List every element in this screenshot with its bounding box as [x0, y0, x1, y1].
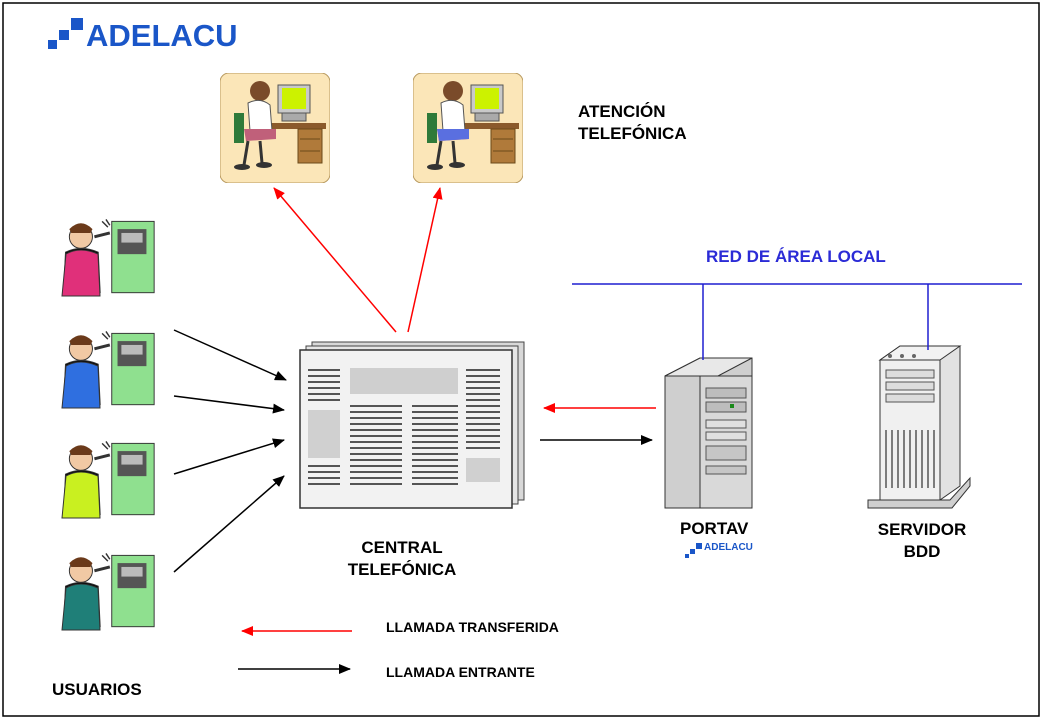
portav-logo-text: ADELACU	[704, 542, 753, 553]
legend-transferida-label: LLAMADA TRANSFERIDA	[386, 619, 559, 635]
phone-user-icon	[61, 440, 156, 519]
database-server-icon	[867, 345, 971, 509]
legend-entrante-label: LLAMADA ENTRANTE	[386, 664, 535, 680]
phone-user-icon	[61, 330, 156, 409]
servidor-line2: BDD	[903, 542, 941, 561]
atencion-line2: TELEFÓNICA	[578, 124, 687, 143]
call-center-agent-icon	[220, 73, 330, 183]
transferred-call-arrows	[273, 187, 656, 413]
call-center-agent-icon	[413, 73, 523, 183]
atencion-line1: ATENCIÓN	[578, 102, 666, 121]
central-line2: TELEFÓNICA	[347, 560, 457, 579]
usuarios-label: USUARIOS	[52, 680, 142, 699]
servidor-line1: SERVIDOR	[877, 520, 967, 539]
red-area-local-label: RED DE ÁREA LOCAL	[706, 247, 886, 266]
central-line1: CENTRAL	[361, 538, 443, 557]
central-telefonica-label: CENTRAL TELEFÓNICA	[322, 537, 482, 581]
adelacu-logo-text: ADELACU	[86, 18, 238, 53]
lan-network-lines	[572, 283, 1022, 360]
servidor-bdd-label: SERVIDOR BDD	[852, 519, 992, 563]
atencion-telefonica-label: ATENCIÓN TELEFÓNICA	[578, 101, 687, 145]
server-tower-icon	[664, 357, 753, 509]
adelacu-logo-icon	[48, 18, 83, 49]
portav-label: PORTAV	[680, 519, 749, 538]
phone-user-icon	[61, 218, 156, 297]
pbx-switch-icon	[299, 341, 525, 509]
portav-logo-icon	[685, 543, 702, 558]
phone-user-icon	[61, 552, 156, 631]
incoming-call-arrows	[173, 329, 653, 573]
